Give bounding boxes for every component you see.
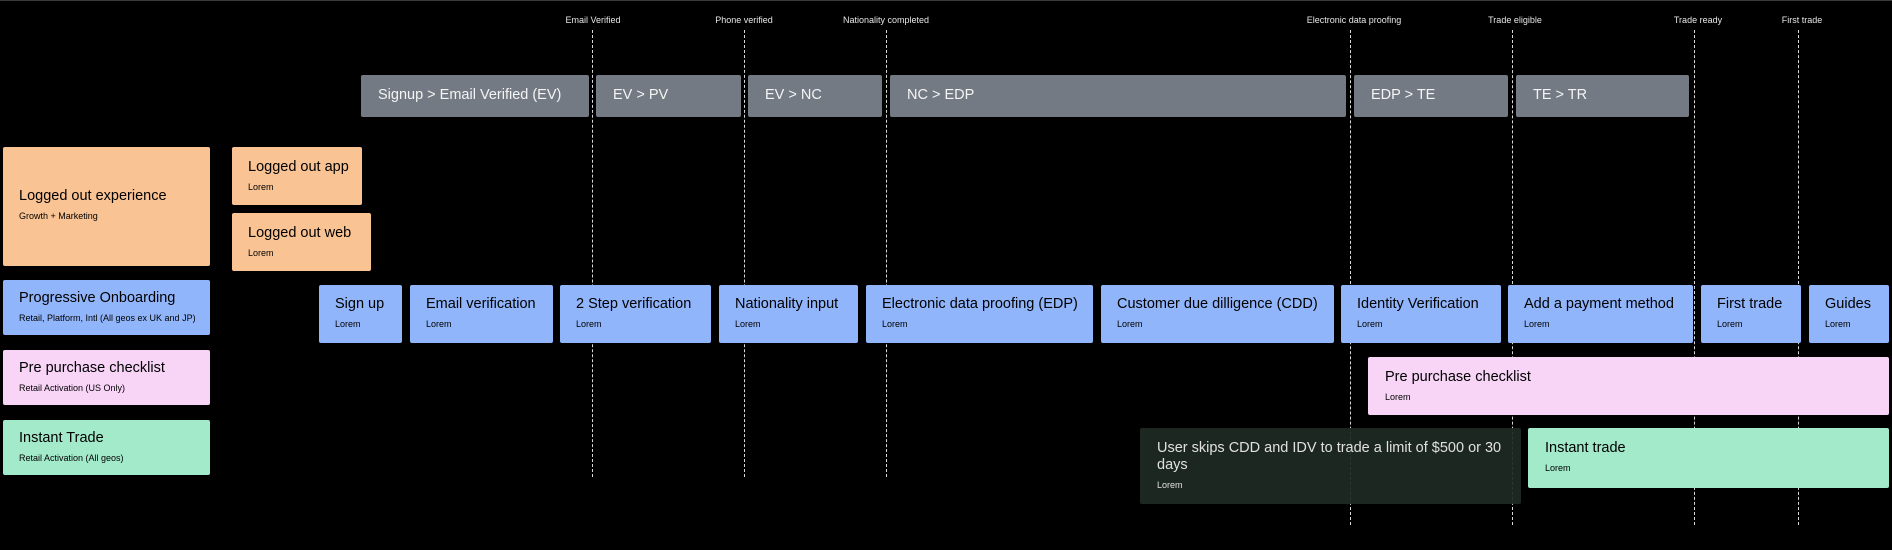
step-title: Electronic data proofing (EDP) [882,296,1078,312]
phase-edp-to-te[interactable]: EDP > TE [1354,75,1508,117]
lane-subtitle: Growth + Marketing [19,211,98,221]
lane-title: Progressive Onboarding [19,290,176,306]
phase-te-to-tr[interactable]: TE > TR [1516,75,1689,117]
card-subtitle: Lorem [248,248,274,258]
milestone-label-email-verified: Email Verified [565,15,621,25]
instant-trade-bar-subtitle: Lorem [1545,463,1571,473]
lane-title: Logged out experience [19,188,167,204]
step-subtitle: Lorem [576,319,602,329]
milestone-line-electronic-data-proofing [1350,30,1351,525]
lane-pre-purchase-checklist[interactable]: Pre purchase checklist Retail Activation… [3,350,210,405]
milestone-line-email-verified [592,30,593,477]
card-logged-out-web[interactable]: Logged out web Lorem [232,213,371,271]
step-subtitle: Lorem [1717,319,1743,329]
lane-subtitle: Retail Activation (All geos) [19,453,124,463]
step-nationality-input[interactable]: Nationality input Lorem [719,285,858,343]
step-subtitle: Lorem [1357,319,1383,329]
milestone-line-trade-ready [1694,30,1695,525]
milestone-label-phone-verified: Phone verified [715,15,773,25]
lane-title: Instant Trade [19,430,104,446]
card-logged-out-app[interactable]: Logged out app Lorem [232,147,362,205]
milestone-line-phone-verified [744,30,745,477]
step-title: 2 Step verification [576,296,692,312]
phase-ev-to-nc[interactable]: EV > NC [748,75,882,117]
step-guides[interactable]: Guides Lorem [1809,285,1889,343]
step-subtitle: Lorem [1825,319,1851,329]
lane-instant-trade[interactable]: Instant Trade Retail Activation (All geo… [3,420,210,475]
skip-note-title: User skips CDD and IDV to trade a limit … [1157,440,1502,473]
card-title: Logged out app [248,159,349,175]
lane-progressive-onboarding[interactable]: Progressive Onboarding Retail, Platform,… [3,280,210,335]
milestone-line-nationality-completed [886,30,887,477]
lane-subtitle: Retail, Platform, Intl (All geos ex UK a… [19,313,196,323]
instant-trade-bar[interactable]: Instant trade Lorem [1528,428,1889,488]
step-add-payment-method[interactable]: Add a payment method Lorem [1508,285,1693,343]
step-title: Email verification [426,296,536,312]
milestone-label-electronic-data-proofing: Electronic data proofing [1306,15,1402,25]
milestone-line-first-trade [1798,30,1799,525]
step-2-step-verification[interactable]: 2 Step verification Lorem [560,285,711,343]
step-subtitle: Lorem [882,319,908,329]
milestone-label-first-trade: First trade [1781,15,1823,25]
step-first-trade[interactable]: First trade Lorem [1701,285,1801,343]
checklist-bar-title: Pre purchase checklist [1385,369,1531,385]
step-electronic-data-proofing[interactable]: Electronic data proofing (EDP) Lorem [866,285,1093,343]
phase-nc-to-edp[interactable]: NC > EDP [890,75,1346,117]
milestone-label-nationality-completed: Nationality completed [842,15,930,25]
step-title: Guides [1825,296,1871,312]
step-identity-verification[interactable]: Identity Verification Lorem [1341,285,1501,343]
milestone-label-trade-ready: Trade ready [1673,15,1723,25]
step-title: Nationality input [735,296,839,312]
step-email-verification[interactable]: Email verification Lorem [410,285,553,343]
step-subtitle: Lorem [335,319,361,329]
milestone-line-trade-eligible [1512,30,1513,525]
step-sign-up[interactable]: Sign up Lorem [319,285,402,343]
skip-cdd-idv-note[interactable]: User skips CDD and IDV to trade a limit … [1140,428,1521,504]
top-border [0,0,1892,1]
phase-signup-to-email-verified[interactable]: Signup > Email Verified (EV) [361,75,589,117]
step-subtitle: Lorem [735,319,761,329]
card-title: Logged out web [248,225,352,241]
step-title: First trade [1717,296,1783,312]
card-subtitle: Lorem [248,182,274,192]
checklist-bar[interactable]: Pre purchase checklist Lorem [1368,357,1889,415]
milestone-label-trade-eligible: Trade eligible [1488,15,1542,25]
lane-subtitle: Retail Activation (US Only) [19,383,126,393]
skip-note-subtitle: Lorem [1157,480,1183,490]
checklist-bar-subtitle: Lorem [1385,392,1411,402]
step-subtitle: Lorem [1524,319,1550,329]
step-title: Identity Verification [1357,296,1479,312]
lane-title: Pre purchase checklist [19,360,165,376]
step-title: Customer due dilligence (CDD) [1117,296,1318,312]
step-customer-due-diligence[interactable]: Customer due dilligence (CDD) Lorem [1101,285,1334,343]
step-title: Sign up [335,296,385,312]
step-subtitle: Lorem [426,319,452,329]
phase-ev-to-pv[interactable]: EV > PV [596,75,741,117]
lane-logged-out-experience[interactable]: Logged out experience Growth + Marketing [3,147,210,266]
step-title: Add a payment method [1524,296,1674,312]
instant-trade-bar-title: Instant trade [1545,440,1626,456]
step-subtitle: Lorem [1117,319,1143,329]
